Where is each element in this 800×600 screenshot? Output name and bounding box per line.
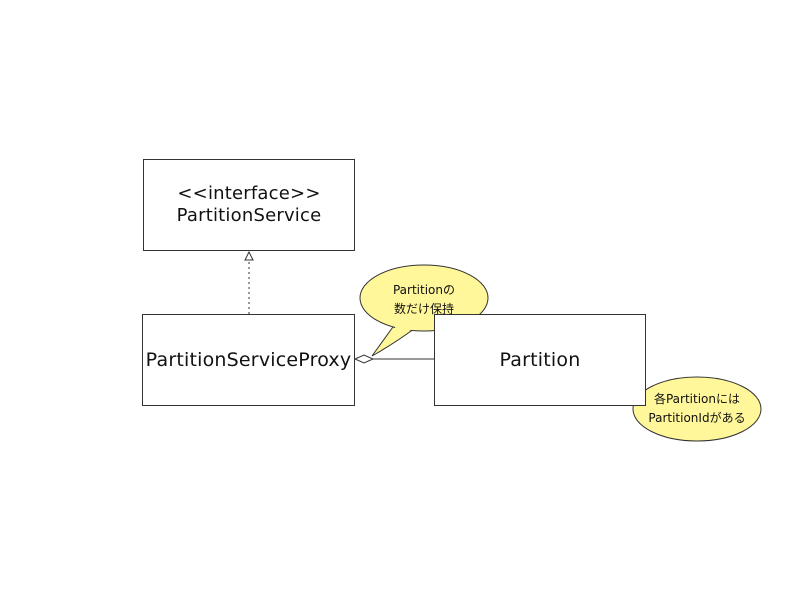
callout-partition-line1: 各Partitionには xyxy=(653,392,740,406)
interface-class-box[interactable]: <<interface>> PartitionService xyxy=(143,159,355,251)
proxy-class-name: PartitionServiceProxy xyxy=(145,349,352,371)
callout-aggregation-line2: 数だけ保持 xyxy=(393,302,454,316)
callout-partition-text: 各Partitionには PartitionIdがある xyxy=(635,382,759,436)
callout-aggregation-text: Partitionの 数だけ保持 xyxy=(361,274,487,326)
partition-class-name: Partition xyxy=(499,349,581,371)
interface-stereotype-label: <<interface>> xyxy=(177,183,321,204)
callout-aggregation-line1: Partitionの xyxy=(392,283,455,297)
proxy-class-box[interactable]: PartitionServiceProxy xyxy=(142,314,355,406)
interface-class-name: PartitionService xyxy=(176,205,322,226)
callout-partition-line2: PartitionIdがある xyxy=(648,411,746,425)
partition-class-box[interactable]: Partition xyxy=(434,314,646,406)
realization-arrowhead-icon xyxy=(244,250,254,261)
aggregation-diamond-icon xyxy=(353,354,375,364)
